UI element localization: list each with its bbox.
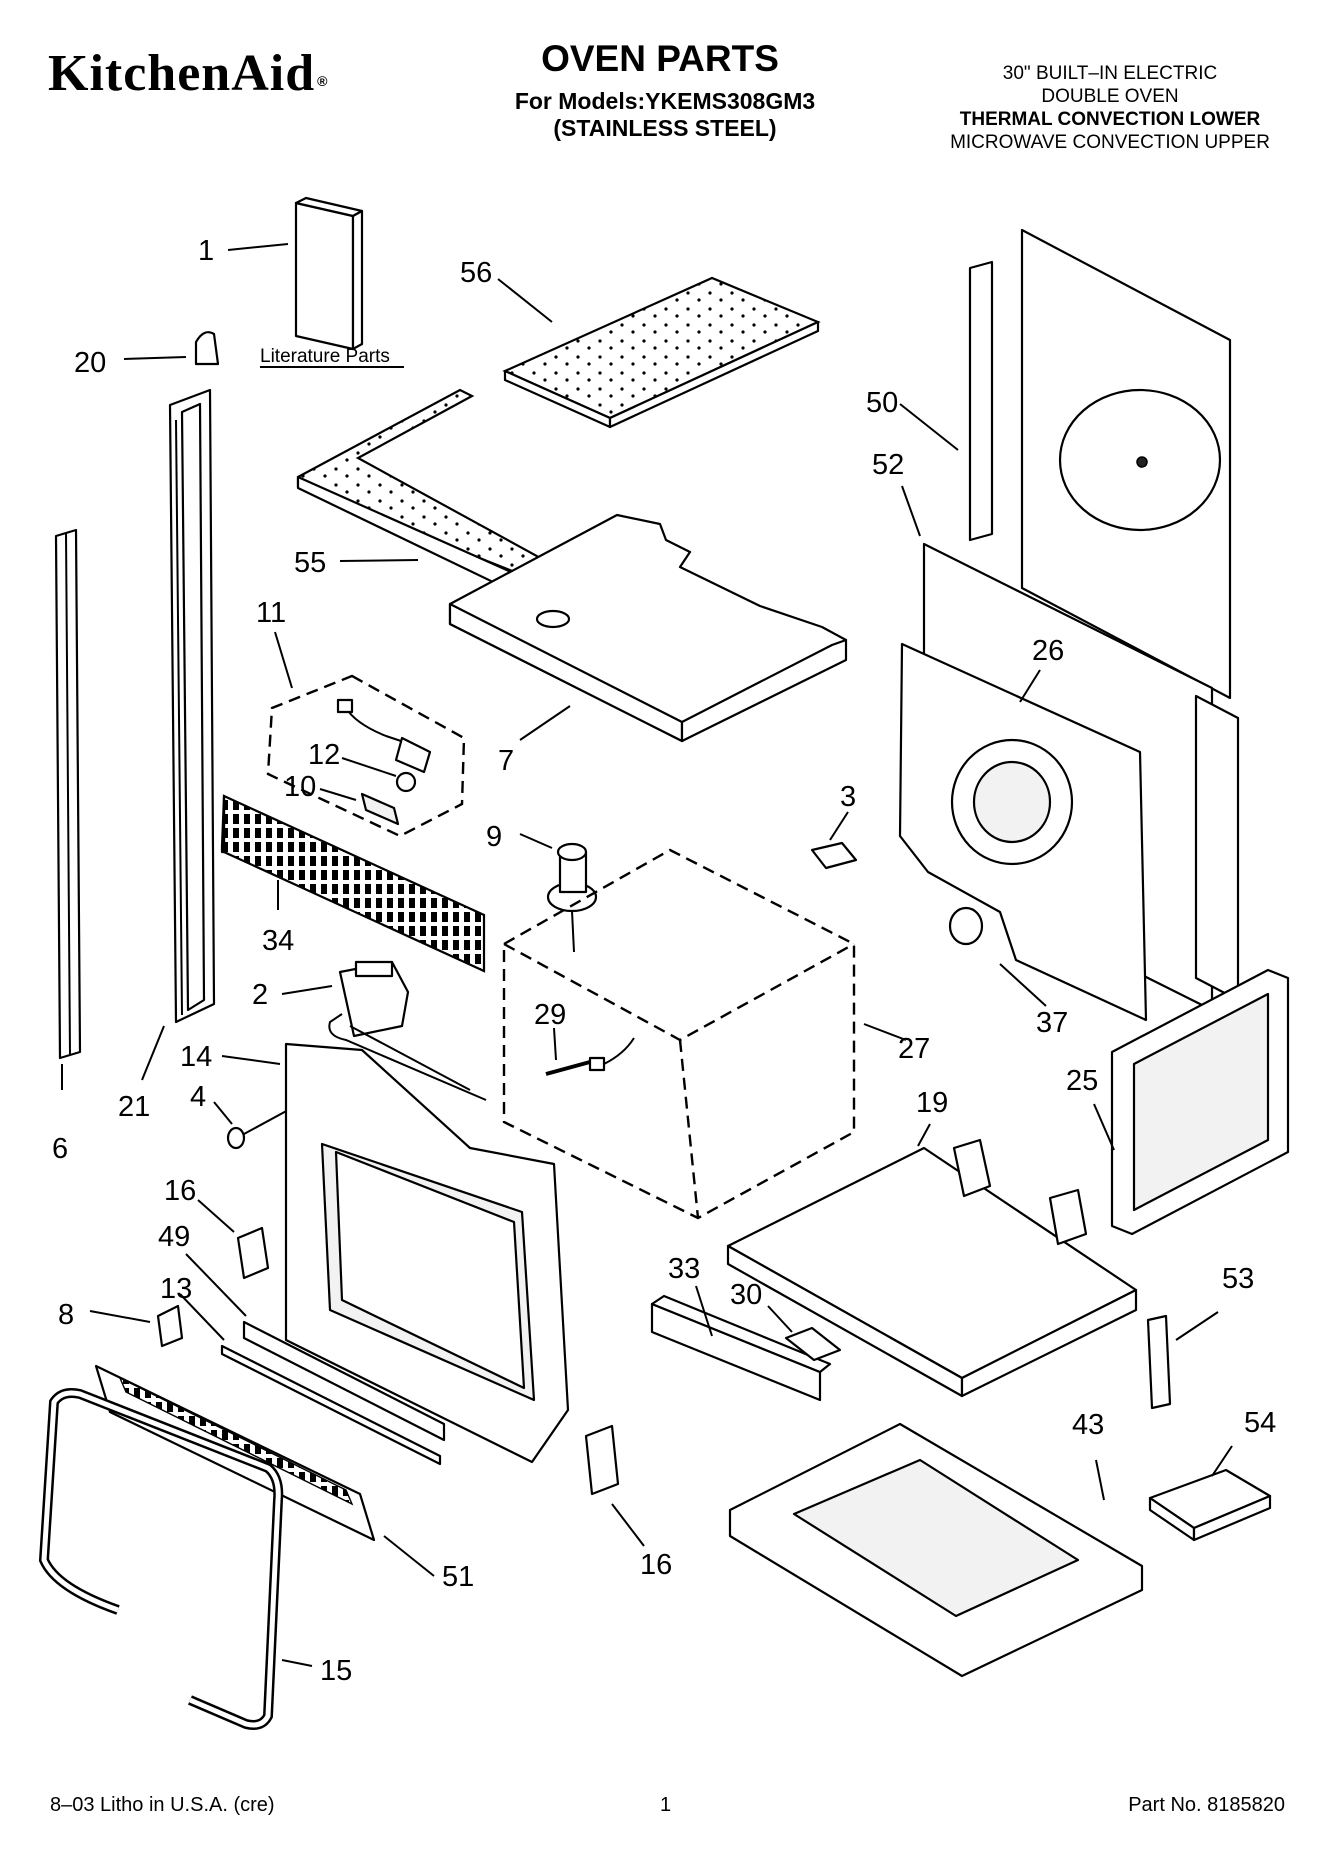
callout-20: 20: [74, 347, 106, 379]
callout-56: 56: [460, 257, 492, 289]
callout-7: 7: [498, 745, 514, 777]
callout-55: 55: [294, 547, 326, 579]
part-11-light-assembly: [266, 674, 466, 838]
callout-16-top: 16: [164, 1175, 196, 1207]
callout-labels: 1 2 3 4 6 7 8 9 10 11 12 13 14 15 16 16 …: [52, 235, 1276, 1687]
part-8-block: [156, 1304, 184, 1348]
callout-26: 26: [1032, 635, 1064, 667]
part-56-top-panel: [502, 276, 821, 429]
part-50-rear-panel: [968, 228, 1232, 700]
part-43-bottom-tray: [728, 1422, 1144, 1678]
part-33-channel: [650, 1294, 832, 1402]
callout-13: 13: [160, 1273, 192, 1305]
callout-3: 3: [840, 781, 856, 813]
page-number: 1: [660, 1794, 672, 1816]
part-16-bracket-top: [236, 1226, 270, 1280]
callout-37: 37: [1036, 1007, 1068, 1039]
brand-logo: KitchenAid®: [48, 45, 329, 102]
litho-note: 8–03 Litho in U.S.A. (cre): [50, 1794, 275, 1816]
callout-52: 52: [872, 449, 904, 481]
callout-34: 34: [262, 925, 294, 957]
callout-4: 4: [190, 1081, 206, 1113]
page-title: OVEN PARTS: [541, 38, 779, 79]
callout-25: 25: [1066, 1065, 1098, 1097]
callout-12: 12: [308, 739, 340, 771]
callout-49: 49: [158, 1221, 190, 1253]
part-54-terminal-block: [1148, 1468, 1272, 1542]
part-7-top-plate: [448, 513, 848, 743]
part-15-gasket: [38, 1388, 284, 1730]
part-16-bracket-bottom: [584, 1424, 620, 1496]
callout-11: 11: [256, 597, 286, 629]
callout-51: 51: [442, 1561, 474, 1593]
desc-line-2: DOUBLE OVEN: [1041, 86, 1179, 107]
part-30-bracket: [784, 1326, 842, 1362]
callout-50: 50: [866, 387, 898, 419]
desc-line-1: 30" BUILT–IN ELECTRIC: [1002, 63, 1218, 84]
part-number: Part No. 8185820: [1128, 1794, 1285, 1816]
callout-10: 10: [284, 771, 316, 803]
part-53-bracket: [1146, 1314, 1172, 1410]
callout-19: 19: [916, 1087, 948, 1119]
callout-29: 29: [534, 999, 566, 1031]
callout-43: 43: [1072, 1409, 1104, 1441]
literature-parts-label: Literature Parts: [260, 346, 390, 367]
model-info: For Models:YKEMS308GM3 (STAINLESS STEEL): [470, 88, 860, 142]
part-20-cap: [194, 331, 220, 366]
callout-6: 6: [52, 1133, 68, 1165]
finish-label: (STAINLESS STEEL): [553, 115, 777, 141]
part-26-fan-plate: [898, 642, 1148, 1022]
part-29-sensor: [545, 1037, 635, 1076]
callout-15: 15: [320, 1655, 352, 1687]
callout-14: 14: [180, 1041, 212, 1073]
registered-mark: ®: [317, 73, 329, 89]
part-21-vertical-rail: [168, 388, 216, 1024]
callout-21: 21: [118, 1091, 150, 1123]
part-13-trim-strip: [220, 1344, 442, 1466]
callout-8: 8: [58, 1299, 74, 1331]
callout-16-bottom: 16: [640, 1549, 672, 1581]
part-9-motor: [546, 842, 598, 953]
part-19-lower-box: [726, 1138, 1138, 1398]
part-2-thermostat: [328, 960, 487, 1101]
callout-9: 9: [486, 821, 502, 853]
part-3-clip: [810, 841, 858, 870]
callout-1: 1: [198, 235, 214, 267]
part-37-thermal-cutoff: [948, 906, 984, 946]
part-25-side-panel: [1110, 968, 1290, 1236]
part-34-vent-grille: [220, 794, 486, 973]
part-27-oven-cavity: [502, 848, 856, 1220]
part-1-literature: [294, 196, 364, 351]
callout-2: 2: [252, 979, 268, 1011]
callout-54: 54: [1244, 1407, 1276, 1439]
part-55-insulation: [296, 388, 557, 597]
callout-53: 53: [1222, 1263, 1254, 1295]
part-14-front-frame: [284, 1042, 570, 1464]
desc-line-4: MICROWAVE CONVECTION UPPER: [950, 132, 1270, 153]
callout-30: 30: [730, 1279, 762, 1311]
part-6-side-trim: [54, 528, 82, 1060]
callout-33: 33: [668, 1253, 700, 1285]
part-49-trim-strip: [242, 1320, 446, 1442]
desc-line-3: THERMAL CONVECTION LOWER: [959, 109, 1261, 130]
product-description: 30" BUILT–IN ELECTRIC DOUBLE OVEN THERMA…: [900, 62, 1320, 154]
callout-27: 27: [898, 1033, 930, 1065]
model-number: For Models:YKEMS308GM3: [514, 88, 816, 114]
